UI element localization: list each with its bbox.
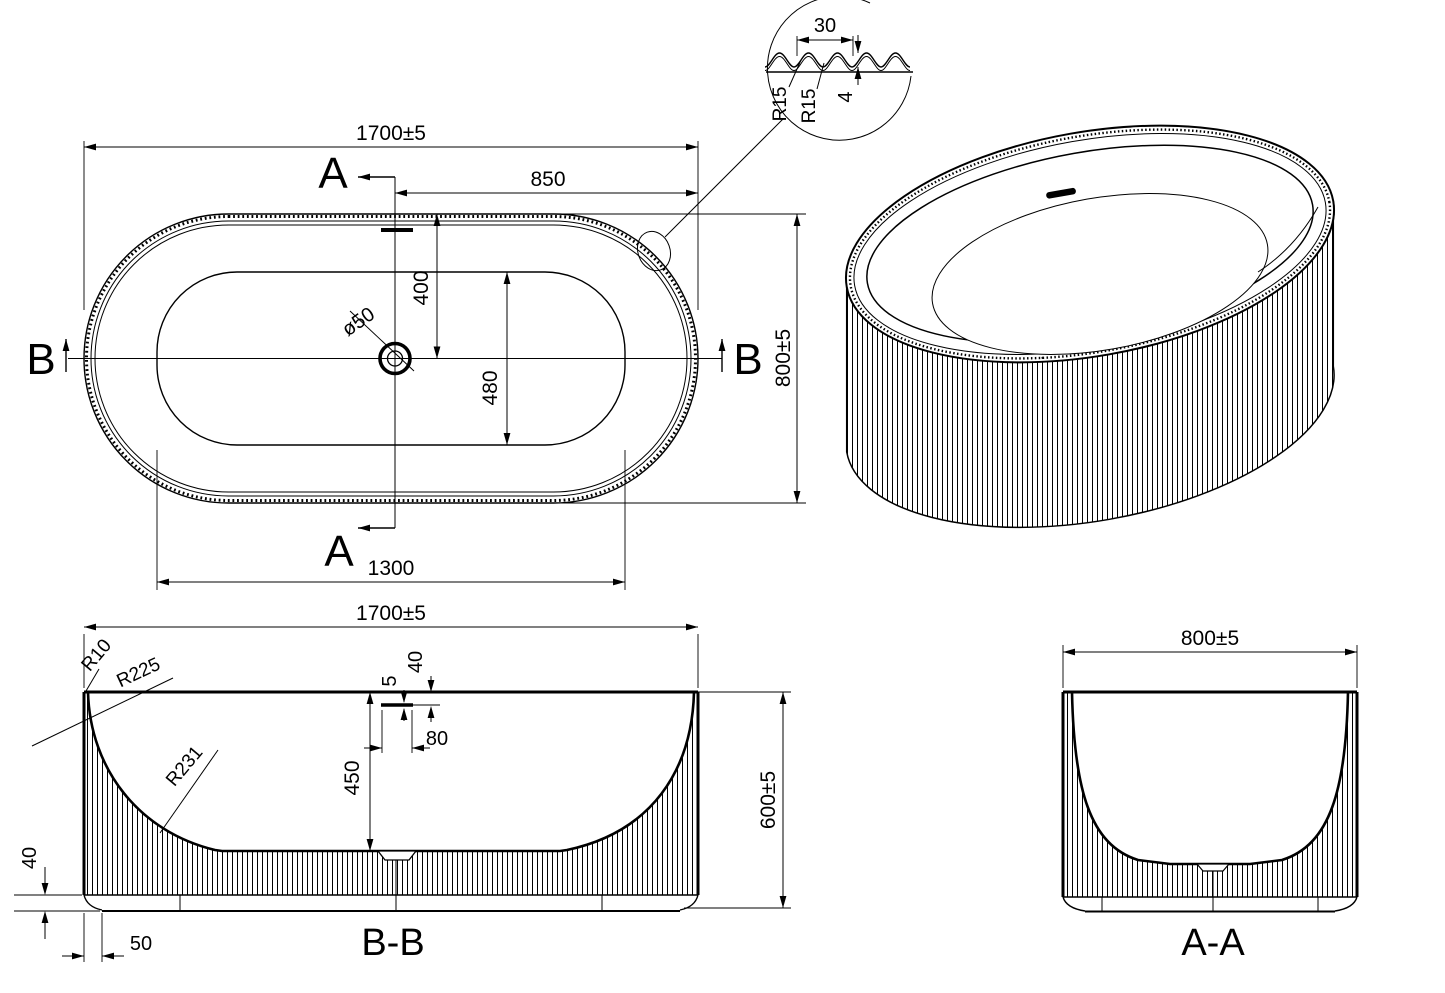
plan-outer-rim	[83, 213, 699, 504]
bb-dim-overflow-height-label: 5	[379, 675, 401, 686]
detail-dim-pitch-label: 30	[814, 15, 836, 37]
plan-dim-floor-length-label: 1300	[368, 557, 415, 580]
aa-foot	[1062, 896, 1358, 913]
iso-fluted-rim-texture	[848, 128, 1332, 360]
bb-dim-base-height-label: 40	[19, 847, 41, 869]
detail-radius-labels: R15 R15	[770, 59, 825, 124]
detail-dim-radius-2-label: R15	[799, 89, 820, 124]
section-bb-title: B-B	[361, 922, 424, 964]
detail-bubble-arc	[766, 0, 912, 141]
isometric-view	[844, 124, 1336, 529]
bb-dim-overflow-drop-label: 40	[405, 651, 427, 673]
detail-dim-radius-1-label: R15	[770, 87, 791, 122]
plan-detail-indicator-circle	[636, 230, 672, 272]
plan-dim-overall-width-label: 800±5	[772, 329, 795, 387]
bb-dim-radius-bowl-label: R231	[162, 742, 207, 790]
plan-fluted-rim-texture	[85, 215, 697, 502]
detail-dim-pitch: 30	[796, 15, 854, 56]
plan-marker-a-top-label: A	[318, 149, 348, 198]
bb-dim-base-height: 40	[14, 847, 100, 939]
plan-marker-b-left: B	[26, 335, 70, 384]
plan-dim-overall-width: 800±5	[554, 213, 806, 504]
aa-fluted-walls	[1063, 692, 1357, 897]
bb-dim-radius-rim-label: R10	[78, 635, 116, 675]
plan-rim-line-2	[90, 220, 692, 497]
iso-overflow-slot	[1046, 187, 1076, 199]
bb-dim-inner-depth-label: 450	[341, 760, 364, 795]
detail-dim-depth-label: 4	[835, 91, 857, 102]
detail-view: 30 4 R15 R15	[764, 0, 913, 141]
bb-fluted-walls	[84, 692, 698, 895]
plan-dim-center-to-end: 850	[395, 168, 698, 197]
plan-dim-center-to-side: 400	[410, 214, 441, 359]
plan-dim-floor-width: 480	[479, 272, 511, 445]
bb-dim-overall-height-label: 600±5	[757, 771, 780, 829]
bb-dim-overflow-width: 80	[364, 710, 448, 753]
plan-marker-a-top: A	[318, 149, 395, 198]
plan-drain	[349, 310, 415, 376]
aa-drain-recess	[1195, 863, 1231, 872]
iso-basin-floor	[931, 193, 1269, 355]
plan-marker-a-bottom: A	[324, 524, 395, 576]
plan-dim-floor-width-label: 480	[479, 370, 502, 405]
bb-dim-overflow-drop: 40	[405, 651, 435, 722]
detail-dim-depth: 4	[835, 35, 862, 103]
section-bb-view: 1700±5 R10 R225 R231 450 5	[14, 602, 791, 964]
detail-wave-profile	[764, 52, 911, 72]
bb-dim-inner-depth: 450	[341, 692, 374, 851]
plan-dim-overall-length-label: 1700±5	[356, 122, 426, 145]
aa-dim-overall-width-label: 800±5	[1181, 627, 1239, 650]
plan-marker-a-bottom-label: A	[324, 527, 354, 576]
plan-detail-leader	[664, 118, 784, 238]
plan-view: ø50 1700±5 850 800±5 400	[26, 118, 806, 590]
bb-foot	[83, 894, 699, 912]
section-aa-view: 800±5 A-A	[1061, 627, 1359, 964]
plan-dim-floor-length: 1300	[156, 450, 626, 590]
bb-dim-base-inset: 50	[62, 913, 152, 962]
bb-drain-recess	[376, 850, 418, 861]
plan-marker-b-right-label: B	[733, 335, 762, 384]
bb-dim-base-inset-label: 50	[130, 933, 152, 955]
bb-dim-overall-length-label: 1700±5	[356, 602, 426, 625]
bb-dim-overflow-height: 5	[379, 675, 408, 721]
plan-marker-b-right: B	[718, 335, 763, 384]
plan-rim-line-3	[94, 224, 688, 493]
section-aa-title: A-A	[1181, 922, 1245, 964]
plan-drain-label: ø50	[338, 303, 379, 341]
plan-basin-floor-outline	[156, 271, 626, 446]
bb-dim-overall-height: 600±5	[684, 691, 791, 909]
iso-wall-seam	[1257, 206, 1319, 273]
plan-dim-overall-length: 1700±5	[83, 122, 699, 310]
plan-drain-leader	[349, 310, 415, 372]
plan-dim-center-to-side-label: 400	[410, 270, 433, 305]
bb-dim-overall-length: 1700±5	[83, 602, 699, 688]
aa-bowl-profile	[1070, 691, 1350, 866]
plan-dim-center-to-end-label: 850	[530, 168, 565, 191]
aa-dim-overall-width: 800±5	[1062, 627, 1358, 688]
bb-dim-overflow-width-label: 80	[426, 728, 448, 750]
plan-marker-b-left-label: B	[26, 335, 55, 384]
